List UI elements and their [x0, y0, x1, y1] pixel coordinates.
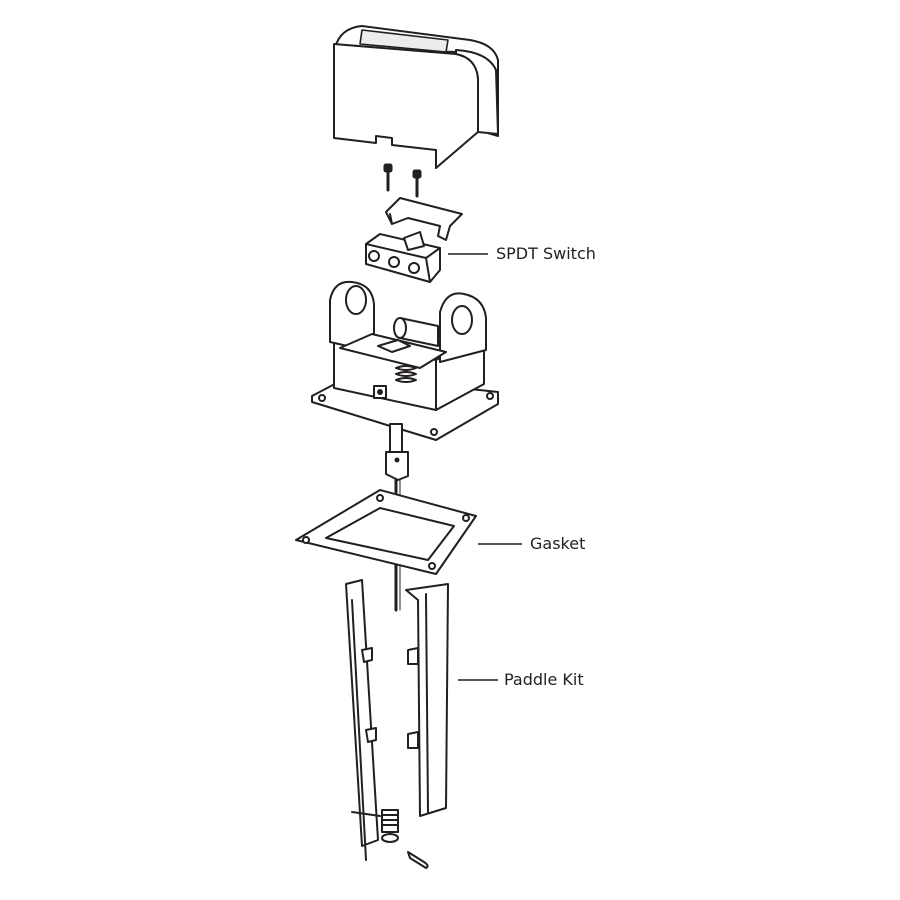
label-spdt-switch: SPDT Switch [496, 244, 596, 263]
screws [383, 163, 422, 198]
switch-housing [311, 280, 499, 441]
label-gasket: Gasket [530, 534, 586, 553]
switch-actuator-plate [385, 197, 463, 241]
paddle-right [405, 583, 449, 817]
spdt-switch [365, 231, 441, 283]
paddle-left [345, 579, 379, 861]
cover [333, 25, 499, 169]
label-paddle-kit: Paddle Kit [504, 670, 584, 689]
bottom-hardware [351, 809, 429, 869]
gasket [295, 489, 477, 575]
